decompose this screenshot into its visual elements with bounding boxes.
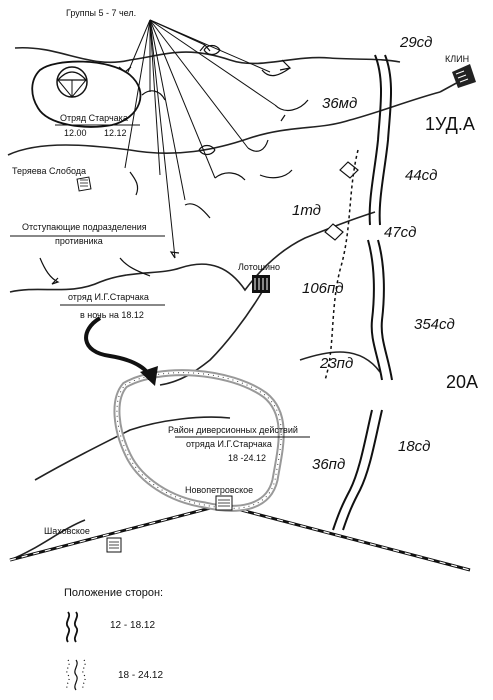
- group-line: [149, 19, 216, 179]
- river-north: [14, 46, 401, 65]
- crossing-icon: [203, 44, 221, 56]
- night-arrow: [84, 316, 152, 381]
- front-line-12-18: [332, 54, 393, 531]
- unit-18sd: 18сд: [398, 438, 430, 455]
- river-main: [7, 91, 441, 156]
- starchak-detachment-label: Отряд Старчака: [60, 113, 128, 123]
- unit-1td: 1тд: [292, 202, 321, 219]
- lotoshino-icon: [252, 275, 270, 293]
- group-line: [149, 19, 186, 201]
- klin-icon: [452, 64, 476, 88]
- road-east-south: [299, 351, 381, 373]
- unit-36pd: 36пд: [312, 456, 345, 473]
- group-line: [149, 19, 249, 149]
- night-label-2: в ночь на 18.12: [80, 310, 144, 320]
- crossing-icon: [198, 144, 216, 156]
- unit-20a: 20А: [446, 372, 478, 392]
- diversion-dates: 18 -24.12: [228, 453, 266, 463]
- novopetrovskoe-label: Новопетровское: [185, 485, 253, 495]
- unit-47sd: 47сд: [384, 224, 416, 241]
- legend-item-1: 12 - 18.12: [110, 620, 155, 631]
- label-underlines: [10, 124, 310, 438]
- legend: Положение сторон: 12 - 18.12 18 - 24.12: [64, 587, 163, 691]
- shakhovskoe-icon: [106, 537, 122, 553]
- retreating-label-2: противника: [55, 236, 103, 246]
- legend-symbol-dotted: [66, 659, 86, 691]
- starchak-area-outline: [31, 60, 142, 128]
- night-label-1: отряд И.Г.Старчака: [68, 292, 149, 302]
- group-line: [124, 19, 151, 169]
- night-arrow-head: [140, 366, 158, 386]
- rivers: [7, 46, 463, 561]
- river-lower: [9, 211, 376, 293]
- crossing-symbols: [198, 44, 221, 156]
- unit-106pd: 106пд: [302, 280, 344, 297]
- unit-36md: 36мд: [322, 95, 357, 112]
- teryaeva-icon: [76, 176, 92, 192]
- groups-label: Группы 5 - 7 чел.: [66, 8, 136, 18]
- teryaeva-label: Теряева Слобода: [12, 166, 86, 176]
- group-line: [149, 19, 276, 106]
- legend-item-2: 18 - 24.12: [118, 670, 163, 681]
- novopetrovskoe-icon: [215, 495, 233, 511]
- legend-title: Положение сторон:: [64, 587, 163, 599]
- retreating-label-1: Отступающие подразделения: [22, 222, 147, 232]
- group-lines: [124, 19, 276, 259]
- unit-354sd: 354сд: [414, 316, 455, 333]
- bridge-icon: [324, 223, 344, 241]
- diversion-area: [113, 369, 285, 512]
- shakhovskoe-label: Шаховское: [44, 526, 90, 536]
- diversion-label-2: отряда И.Г.Старчака: [186, 439, 272, 449]
- parachute-icon: [56, 66, 88, 98]
- river-south: [34, 416, 231, 481]
- diversion-label-1: Район диверсионных действий: [168, 425, 298, 435]
- unit-1uda: 1УД.А: [425, 114, 475, 134]
- legend-symbol-solid: [65, 611, 79, 643]
- unit-23pd: 23пд: [319, 355, 353, 372]
- lotoshino-label: Лотошино: [238, 262, 280, 272]
- starchak-time-b: 12.12: [104, 128, 127, 138]
- group-line: [127, 19, 151, 73]
- railway: [9, 503, 471, 572]
- unit-29sd: 29сд: [399, 34, 432, 51]
- front-line-18-24: [324, 149, 359, 381]
- group-line: [149, 19, 161, 176]
- sabotage-arrows: [39, 44, 309, 285]
- group-line: [149, 19, 176, 259]
- klin-label: КЛИН: [445, 54, 469, 64]
- unit-44sd: 44сд: [405, 167, 437, 184]
- starchak-time-a: 12.00: [64, 128, 87, 138]
- road-lotoshino-south: [159, 291, 263, 386]
